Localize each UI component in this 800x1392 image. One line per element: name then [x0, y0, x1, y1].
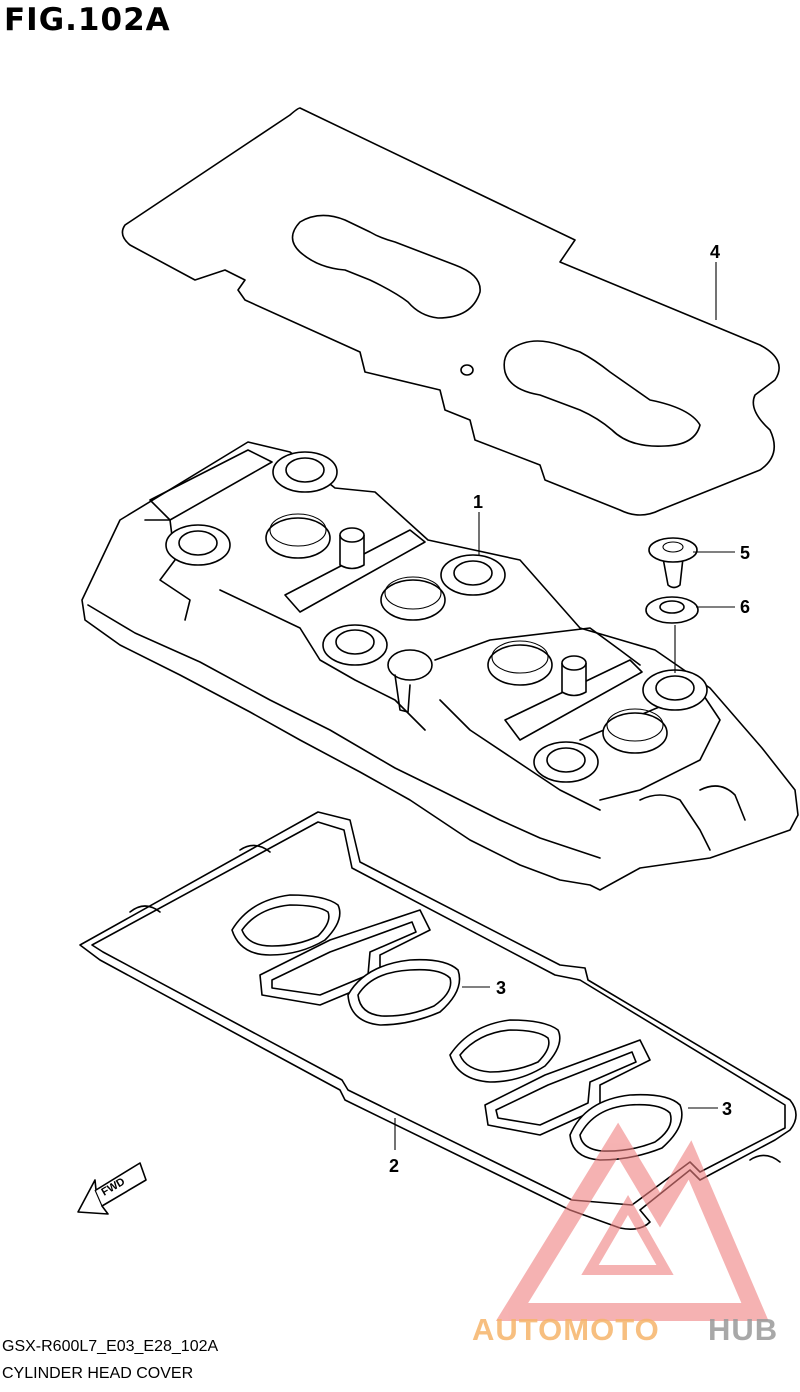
- callout-5: 5: [740, 543, 750, 563]
- cylinder-head-cover-part-1[interactable]: [81, 441, 799, 891]
- callout-4: 4: [710, 242, 720, 262]
- callout-6: 6: [740, 597, 750, 617]
- watermark-logo: [495, 1122, 769, 1321]
- top-gasket-part-4[interactable]: [121, 107, 780, 516]
- callout-1: 1: [473, 492, 483, 512]
- figure-title: FIG.102A: [4, 2, 171, 38]
- callout-2: 2: [389, 1156, 399, 1176]
- figure-name: CYLINDER HEAD COVER: [2, 1365, 194, 1382]
- fwd-direction-arrow: FWD: [77, 1162, 147, 1215]
- washer-part-6[interactable]: [645, 596, 699, 624]
- figure-code: GSX-R600L7_E03_E28_102A: [2, 1338, 219, 1355]
- callout-leaders: [394, 262, 735, 1150]
- watermark-text-hub: HUB: [708, 1312, 778, 1347]
- bolt-part-5[interactable]: [648, 537, 698, 589]
- callout-3-upper: 3: [496, 978, 506, 998]
- watermark-text-automoto: AUTOMOTO: [472, 1312, 660, 1347]
- callout-3-lower: 3: [722, 1099, 732, 1119]
